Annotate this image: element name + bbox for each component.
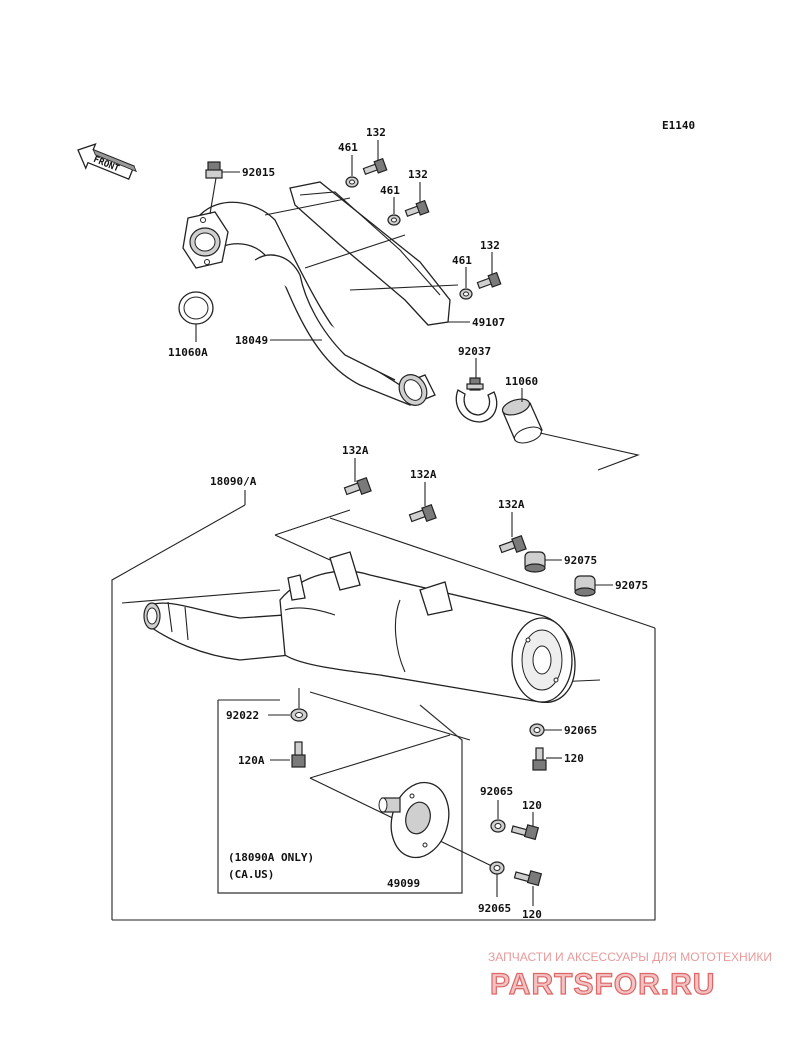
nut-92015 [205,161,223,179]
bolt-120-a [532,747,547,771]
leader-92015-b [209,177,217,215]
washer-92065-a [529,723,545,737]
label-92015: 92015 [242,166,275,179]
inset-guide-b [309,734,451,779]
label-92065-a: 92065 [564,724,597,737]
guide-line-2 [274,509,351,536]
guide-line-1 [121,589,281,604]
damper-92075-b [574,575,596,597]
washer-461-c [459,288,473,300]
bolt-132A-c [498,534,527,554]
washer-461-b [387,214,401,226]
frame-bottom [112,628,656,921]
watermark-tagline: ЗАПЧАСТИ И АКСЕССУАРЫ ДЛЯ МОТОТЕХНИКИ [488,950,772,964]
label-120A: 120A [238,754,265,767]
guide-line-4 [329,517,656,629]
label-132A-c: 132A [498,498,525,511]
inset-box [217,700,463,894]
bolt-120-b [510,824,540,841]
label-49099: 49099 [387,877,420,890]
label-132-b: 132 [408,168,428,181]
washer-92065-c [489,861,505,875]
label-92075-a: 92075 [564,554,597,567]
washer-92022 [290,708,308,722]
label-461-b: 461 [380,184,400,197]
label-132A-a: 132A [342,444,369,457]
label-461-a: 461 [338,141,358,154]
muffler-18090A [143,551,576,703]
bolt-132A-b [408,503,437,523]
bolt-132A-a [343,476,372,496]
label-92065-c: 92065 [478,902,511,915]
watermark-brand-logo: PARTSFOR.RU [490,968,715,1001]
gasket-11060 [501,398,543,444]
exhaust-pipe-18049 [182,201,436,406]
label-461-c: 461 [452,254,472,267]
bolt-132-c [476,271,502,289]
label-120-b: 120 [522,799,542,812]
label-11060: 11060 [505,375,538,388]
inset-guide-a [309,691,471,741]
label-132-a: 132 [366,126,386,139]
label-92022: 92022 [226,709,259,722]
label-18049: 18049 [235,334,268,347]
bolt-120A [291,741,306,768]
label-120-a: 120 [564,752,584,765]
label-18090A: 18090/A [210,475,257,488]
bolt-132-b [404,199,430,217]
connector-line-upper [539,432,640,471]
label-92065-b: 92065 [480,785,513,798]
spark-arrester-49099 [378,781,450,859]
washer-461-a [345,176,359,188]
damper-92075-a [524,551,546,573]
label-11060A: 11060A [168,346,208,359]
note-line-1: (18090A ONLY) [228,851,314,864]
note-line-2: (CA.US) [228,868,274,881]
label-120-c: 120 [522,908,542,921]
label-92037: 92037 [458,345,491,358]
label-132A-b: 132A [410,468,437,481]
bolt-132-a [362,157,388,175]
washer-92065-b [490,819,506,833]
gasket-11060A [178,291,214,325]
label-92075-b: 92075 [615,579,648,592]
guide-line-3 [274,534,331,561]
bolt-120-c [513,870,543,887]
frame-left [111,504,246,920]
clamp-92037 [455,377,498,423]
diagram-id: E1140 [662,119,695,132]
front-arrow-icon: FRONT [77,143,137,180]
label-49107: 49107 [472,316,505,329]
label-132-c: 132 [480,239,500,252]
